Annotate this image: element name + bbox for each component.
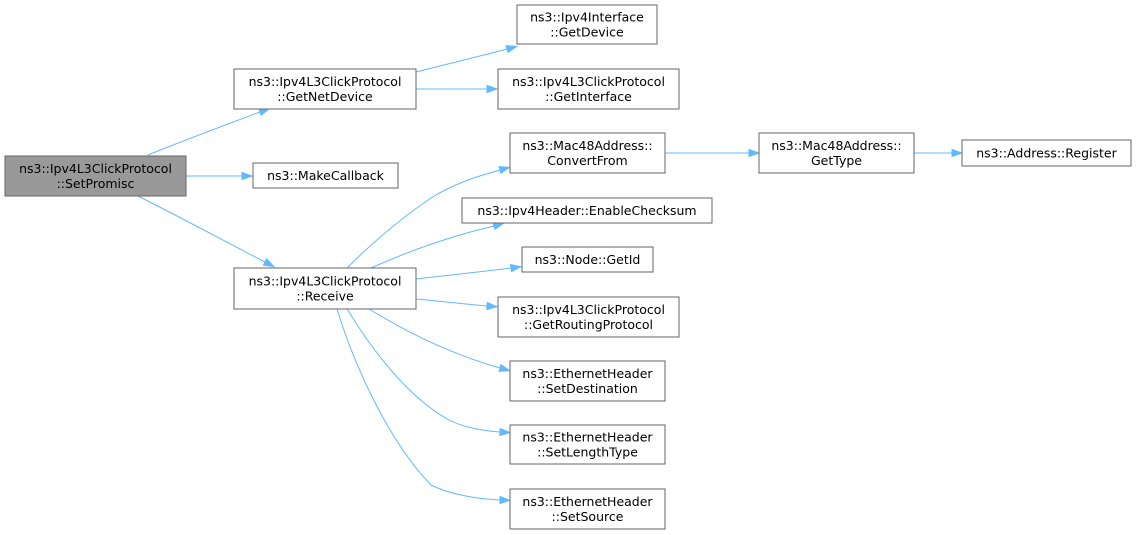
node-getnetdevice[interactable]: ns3::Ipv4L3ClickProtocol::GetNetDevice bbox=[233, 68, 417, 110]
edge-receive-to-setsource bbox=[336, 308, 512, 505]
node-gettype[interactable]: ns3::Mac48Address::GetType bbox=[758, 132, 915, 174]
node-box bbox=[497, 68, 680, 110]
node-label-line: ns3::EthernetHeader bbox=[522, 366, 653, 381]
node-setpromisc[interactable]: ns3::Ipv4L3ClickProtocol::SetPromisc bbox=[4, 155, 187, 197]
node-label-line: ns3::Mac48Address:: bbox=[771, 138, 901, 153]
arrowhead-icon bbox=[951, 148, 964, 158]
arrowhead-icon bbox=[486, 84, 499, 94]
edge-receive-to-convertfrom bbox=[346, 166, 512, 269]
node-box bbox=[233, 267, 417, 310]
node-label-line: ConvertFrom bbox=[547, 153, 627, 168]
node-label-line: ::GetRoutingProtocol bbox=[524, 317, 653, 332]
edge-receive-to-getroutingprotocol bbox=[415, 298, 499, 311]
arrowhead-icon bbox=[499, 427, 512, 437]
node-box bbox=[497, 296, 680, 338]
node-box bbox=[516, 4, 658, 45]
edge-line bbox=[137, 195, 266, 263]
node-label-line: ns3::Ipv4L3ClickProtocol bbox=[249, 74, 402, 89]
arrowhead-icon bbox=[499, 495, 512, 505]
node-label-line: ::SetSource bbox=[552, 509, 624, 524]
edge-getnetdevice-to-ipv4if_getdevice bbox=[415, 45, 519, 73]
arrowhead-icon bbox=[509, 263, 523, 273]
node-box bbox=[509, 132, 666, 174]
edge-line bbox=[415, 267, 512, 280]
edge-line bbox=[147, 111, 261, 156]
node-box bbox=[509, 424, 666, 465]
arrowhead-icon bbox=[498, 363, 512, 372]
edge-line bbox=[415, 298, 488, 307]
node-label-line: GetType bbox=[811, 153, 862, 168]
node-box bbox=[4, 155, 187, 197]
node-box bbox=[509, 360, 666, 402]
arrowhead-icon bbox=[505, 45, 519, 54]
node-label-line: ::GetInterface bbox=[545, 89, 632, 104]
arrowhead-icon bbox=[486, 301, 499, 311]
node-label-line: ns3::EthernetHeader bbox=[522, 494, 653, 509]
node-setsource[interactable]: ns3::EthernetHeader::SetSource bbox=[509, 488, 666, 530]
arrowhead-icon bbox=[498, 166, 512, 175]
node-label-line: ns3::Ipv4L3ClickProtocol bbox=[249, 274, 402, 289]
arrowhead-icon bbox=[262, 258, 276, 268]
edge-layer bbox=[137, 45, 964, 505]
node-label-line: ::GetNetDevice bbox=[277, 89, 373, 104]
node-box bbox=[233, 68, 417, 110]
node-label-line: ns3::MakeCallback bbox=[267, 168, 385, 183]
arrowhead-icon bbox=[492, 222, 506, 231]
node-box bbox=[252, 162, 399, 189]
edge-receive-to-setdestination bbox=[368, 308, 512, 372]
edge-setpromisc-to-getnetdevice bbox=[147, 107, 271, 156]
node-enablechecksum[interactable]: ns3::Ipv4Header::EnableChecksum bbox=[461, 197, 713, 224]
node-getroutingprotocol[interactable]: ns3::Ipv4L3ClickProtocol::GetRoutingProt… bbox=[497, 296, 680, 338]
edge-line bbox=[346, 169, 501, 269]
arrowhead-icon bbox=[748, 148, 761, 158]
arrowhead-icon bbox=[241, 171, 254, 181]
node-label-line: ::Receive bbox=[296, 289, 354, 304]
node-label-line: ns3::Ipv4L3ClickProtocol bbox=[512, 74, 665, 89]
edge-gettype-to-register bbox=[914, 148, 964, 158]
edge-setpromisc-to-receive bbox=[137, 195, 276, 268]
node-ipv4if_getdevice[interactable]: ns3::Ipv4Interface::GetDevice bbox=[516, 4, 658, 45]
edge-receive-to-setlengthtype bbox=[346, 308, 512, 437]
edge-line bbox=[346, 308, 501, 433]
node-label-line: ::SetLengthType bbox=[537, 445, 638, 460]
edge-receive-to-enablechecksum bbox=[370, 222, 506, 269]
node-box bbox=[961, 139, 1132, 167]
edge-line bbox=[370, 225, 495, 269]
edge-line bbox=[336, 308, 501, 501]
node-label-line: ns3::Ipv4Interface bbox=[530, 10, 644, 25]
node-label-line: ::SetDestination bbox=[537, 381, 638, 396]
node-label-line: ns3::Ipv4Header::EnableChecksum bbox=[477, 203, 696, 218]
node-getinterface[interactable]: ns3::Ipv4L3ClickProtocol::GetInterface bbox=[497, 68, 680, 110]
edge-setpromisc-to-makecallback bbox=[186, 171, 254, 181]
node-label-line: ns3::EthernetHeader bbox=[522, 430, 653, 445]
node-makecallback[interactable]: ns3::MakeCallback bbox=[252, 162, 399, 189]
node-label-line: ns3::Ipv4L3ClickProtocol bbox=[512, 302, 665, 317]
node-setdestination[interactable]: ns3::EthernetHeader::SetDestination bbox=[509, 360, 666, 402]
edge-convertfrom-to-gettype bbox=[665, 148, 761, 158]
node-getid[interactable]: ns3::Node::GetId bbox=[521, 246, 654, 273]
node-label-line: ::SetPromisc bbox=[57, 176, 135, 191]
node-label-line: ns3::Mac48Address:: bbox=[522, 138, 652, 153]
node-label-line: ns3::Ipv4L3ClickProtocol bbox=[19, 161, 172, 176]
node-receive[interactable]: ns3::Ipv4L3ClickProtocol::Receive bbox=[233, 267, 417, 310]
node-box bbox=[509, 488, 666, 530]
edge-line bbox=[368, 308, 501, 369]
arrowhead-icon bbox=[258, 107, 271, 117]
edge-getnetdevice-to-getinterface bbox=[416, 84, 499, 94]
node-box bbox=[758, 132, 915, 174]
node-label-line: ns3::Node::GetId bbox=[535, 252, 641, 267]
edge-line bbox=[415, 48, 508, 73]
node-box bbox=[521, 246, 654, 273]
node-box bbox=[461, 197, 713, 224]
node-layer: ns3::Ipv4L3ClickProtocol::SetPromiscns3:… bbox=[4, 4, 1132, 530]
node-setlengthtype[interactable]: ns3::EthernetHeader::SetLengthType bbox=[509, 424, 666, 465]
node-convertfrom[interactable]: ns3::Mac48Address::ConvertFrom bbox=[509, 132, 666, 174]
node-label-line: ns3::Address::Register bbox=[976, 146, 1117, 161]
node-register[interactable]: ns3::Address::Register bbox=[961, 139, 1132, 167]
edge-receive-to-getid bbox=[415, 263, 523, 280]
node-label-line: ::GetDevice bbox=[550, 25, 624, 40]
